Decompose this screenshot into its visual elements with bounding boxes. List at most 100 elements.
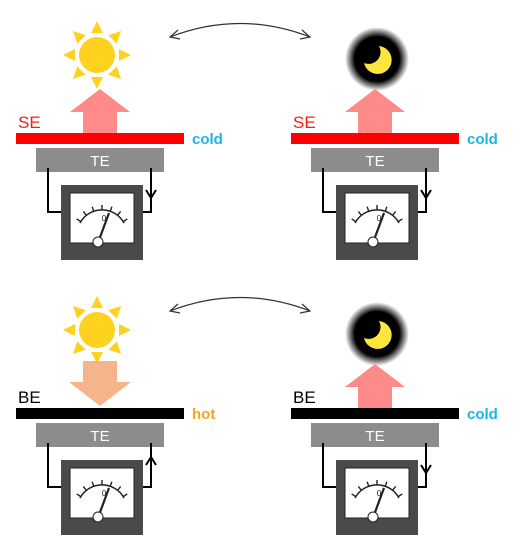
day-night-cycle-arrowhead-top-left <box>168 29 181 40</box>
sun-ray <box>108 305 122 319</box>
day-night-cycle-arrow-bottom <box>169 296 311 312</box>
te-label: TE <box>365 428 384 445</box>
electrode-label: SE <box>293 113 316 132</box>
sun-ray <box>91 77 103 89</box>
sun-ray <box>72 341 86 355</box>
temperature-state-label: hot <box>192 406 215 423</box>
meter-pivot <box>367 511 379 523</box>
electrode-label: SE <box>18 113 41 132</box>
meter-tick <box>351 218 357 223</box>
heat-flow-up-arrow <box>345 89 405 134</box>
meter-tick <box>91 206 95 212</box>
circuit-wires <box>47 443 157 488</box>
night-sky-disc <box>345 27 409 91</box>
te-block <box>311 423 439 447</box>
meter-tick <box>122 493 128 498</box>
sun-ray <box>108 66 122 80</box>
electrode-layer <box>291 408 459 419</box>
night-sky-disc <box>345 302 409 366</box>
sun-disc <box>79 37 115 73</box>
electrode-layer <box>16 408 184 419</box>
moon-icon <box>345 302 409 366</box>
circuit-wires <box>47 168 157 213</box>
sun-disc <box>79 312 115 348</box>
current-down-arrow <box>420 464 432 475</box>
meter-tick <box>357 211 363 216</box>
current-down-arrow <box>420 189 432 200</box>
meter-tick <box>384 206 388 212</box>
sun-icon <box>63 21 131 89</box>
meter-tick <box>116 486 122 491</box>
te-block <box>311 148 439 172</box>
te-block <box>36 148 164 172</box>
meter-pivot <box>92 511 104 523</box>
sun-ray <box>63 49 75 61</box>
meter-tick <box>351 493 357 498</box>
meter-tick <box>397 218 403 223</box>
temperature-state-label: cold <box>467 406 498 423</box>
day-night-cycle-arrowhead-bottom-left <box>168 303 181 314</box>
electrode-label: BE <box>18 388 41 407</box>
voltmeter: 0 <box>336 185 418 260</box>
temperature-state-label: cold <box>192 131 223 148</box>
meter-needle <box>372 487 386 516</box>
day-night-cycle-arrowhead-bottom-right <box>299 303 312 314</box>
electrode-layer <box>16 133 184 144</box>
meter-tick <box>357 486 363 491</box>
meter-needle <box>372 212 386 241</box>
heat-flow-down-arrow <box>69 361 131 406</box>
meter-zero-label: 0 <box>102 214 107 223</box>
sun-ray <box>91 296 103 308</box>
day-night-cycle-arrowhead-top-right <box>299 29 312 40</box>
sun-ray <box>108 30 122 44</box>
te-label: TE <box>90 428 109 445</box>
wire-right <box>143 168 152 213</box>
meter-needle <box>97 487 111 516</box>
meter-tick <box>122 218 128 223</box>
meter-tick <box>91 481 95 487</box>
te-block <box>36 423 164 447</box>
meter-tick <box>116 211 122 216</box>
electrode-layer <box>291 133 459 144</box>
moon-icon <box>345 27 409 91</box>
sun-ray <box>91 352 103 364</box>
meter-tick <box>366 481 370 487</box>
crescent-moon <box>364 321 392 349</box>
sun-ray <box>119 49 131 61</box>
voltmeter: 0 <box>61 460 143 535</box>
te-label: TE <box>365 153 384 170</box>
sun-icon <box>63 296 131 364</box>
sun-ray <box>72 66 86 80</box>
heat-flow-up-arrow <box>345 364 405 409</box>
wire-right <box>418 168 427 213</box>
heat-flow-up-arrow <box>70 89 130 134</box>
meter-tick <box>109 206 113 212</box>
meter-pivot <box>367 236 379 248</box>
wire-left <box>322 168 336 213</box>
current-down-arrow <box>145 189 157 200</box>
voltmeter: 0 <box>61 185 143 260</box>
current-up-arrow <box>145 455 157 466</box>
voltmeter: 0 <box>336 460 418 535</box>
meter-tick <box>82 486 88 491</box>
meter-tick <box>391 211 397 216</box>
meter-zero-label: 0 <box>377 489 382 498</box>
circuit-wires <box>322 168 432 213</box>
sun-ray <box>119 324 131 336</box>
sun-ray <box>108 341 122 355</box>
wire-left <box>47 168 61 213</box>
temperature-state-label: cold <box>467 131 498 148</box>
wire-right <box>418 443 427 488</box>
crescent-moon <box>364 46 392 74</box>
day-night-cycle-arrow-top <box>169 22 311 38</box>
meter-tick <box>76 218 82 223</box>
meter-tick <box>397 493 403 498</box>
circuit-wires <box>322 443 432 488</box>
sun-ray <box>63 324 75 336</box>
meter-tick <box>82 211 88 216</box>
